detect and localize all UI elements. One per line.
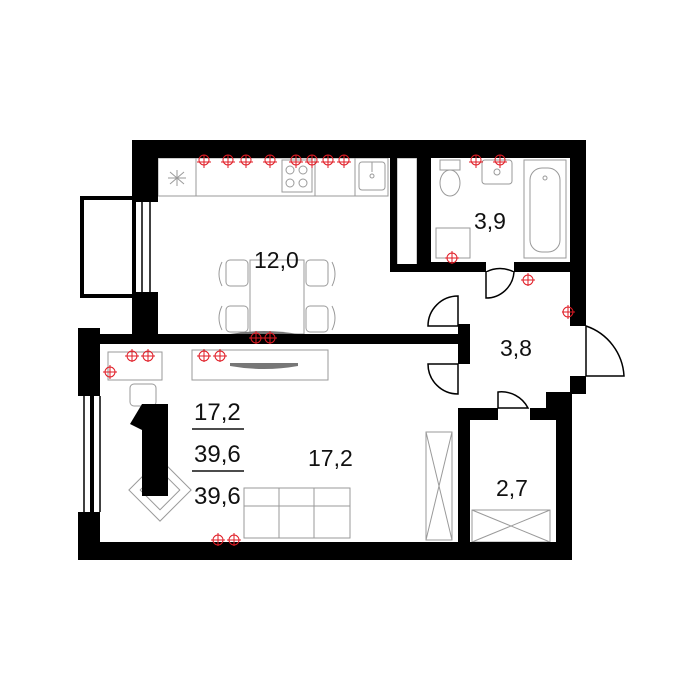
apartment-summary: 1 17,2 39,6 39,6: [126, 399, 244, 516]
storage-shelf: [471, 509, 551, 543]
hall-area-label: 3,8: [500, 335, 532, 361]
bathtub: [523, 159, 567, 259]
storage-area-label: 2,7: [496, 475, 528, 501]
furniture: [107, 157, 567, 543]
room-labels: 12,0 3,9 3,8 17,2 2,7: [254, 208, 532, 501]
bathroom-sink: [481, 159, 513, 185]
toilet: [439, 159, 461, 197]
wardrobe-living: [425, 431, 453, 541]
living-room-area-label: 17,2: [308, 445, 353, 471]
rooms-count: 1: [126, 433, 167, 516]
tv-cabinet: [191, 349, 329, 381]
bathroom-area-label: 3,9: [474, 208, 506, 234]
living-area-stat: 17,2: [194, 399, 241, 426]
total-area-stat: 39,6: [194, 441, 241, 468]
dining-set: [218, 259, 336, 335]
sofa: [243, 487, 351, 539]
electric-outlet-icon: [103, 154, 575, 546]
hood-vent-icon: [168, 170, 186, 186]
electric-outlets: [103, 154, 575, 546]
doors: [427, 267, 625, 409]
area-with-balcony-stat: 39,6: [194, 483, 241, 510]
wardrobe: [396, 157, 418, 267]
kitchen-area-label: 12,0: [254, 247, 299, 273]
stove: [281, 159, 313, 193]
walls: [78, 140, 586, 560]
kitchen-sink: [358, 161, 386, 191]
